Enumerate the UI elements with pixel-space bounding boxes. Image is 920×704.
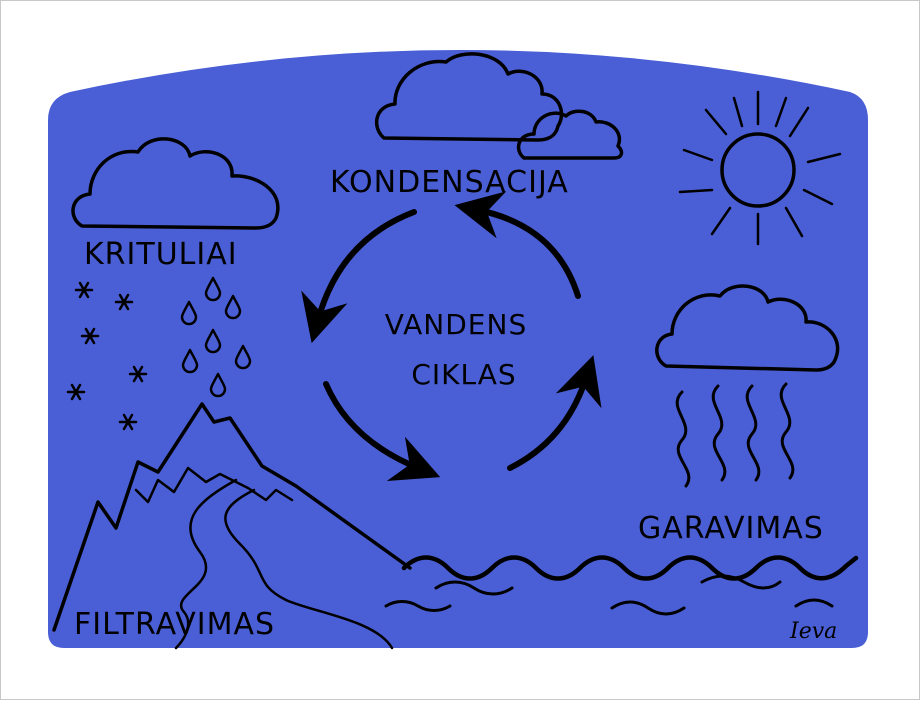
raindrop-icon <box>180 276 252 398</box>
center-title-line1: VANDENS <box>385 308 527 341</box>
label-condensation: KONDENSACIJA <box>330 165 569 200</box>
snowflake-icon <box>66 281 148 431</box>
wave-icon <box>401 555 859 581</box>
blue-panel <box>48 50 868 648</box>
cloud-icon <box>71 137 280 230</box>
wave-icon <box>384 574 834 616</box>
cloud-icon <box>655 284 840 372</box>
signature: Ieva <box>789 619 837 644</box>
cloud-icon <box>374 52 624 160</box>
label-filtration: FILTRAVIMAS <box>74 607 275 642</box>
cycle-arrow-icon <box>301 191 602 482</box>
mountain-icon <box>52 402 412 632</box>
sun-icon <box>678 90 842 246</box>
river-icon <box>174 478 394 650</box>
steam-icon <box>675 382 795 488</box>
label-evaporation: GARAVIMAS <box>638 511 824 546</box>
label-precipitation: KRITULIAI <box>84 237 238 272</box>
center-title-line2: CIKLAS <box>411 358 516 391</box>
